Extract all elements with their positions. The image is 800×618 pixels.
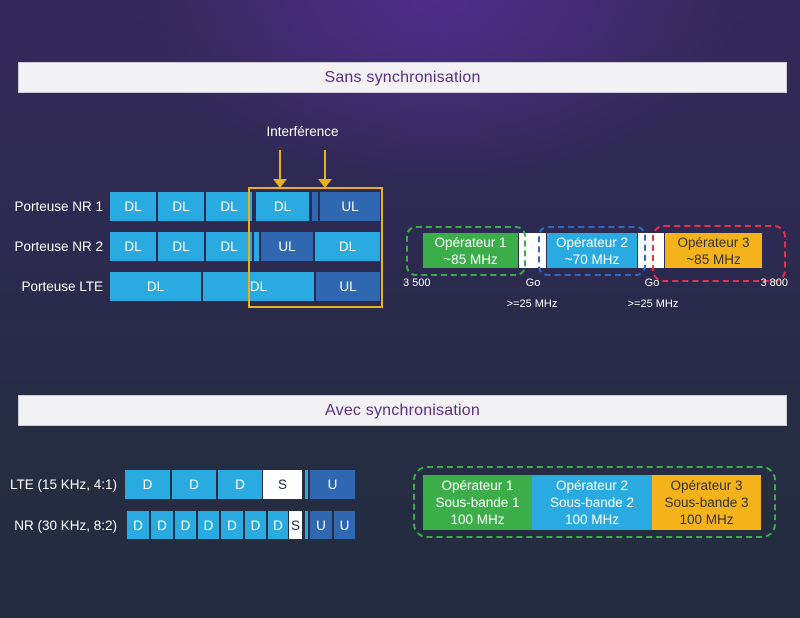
operator-name: Opérateur 3 [670,478,743,493]
slot-block: D [268,511,288,539]
carrier-label-nr2: Porteuse NR 2 [14,239,103,254]
slot-block: DL [256,192,309,221]
slot-block: D [151,511,173,539]
operator1-band: Opérateur 1 ~85 MHz [423,233,518,268]
slot-block: D [125,470,170,499]
operator-subband-label: Sous-bande 3 [664,495,749,510]
slot-block: UL [320,192,380,221]
operator1-subband: Opérateur 1 Sous-bande 1 100 MHz [423,475,532,530]
slot-block: U [334,511,355,539]
slot-block: D [198,511,219,539]
operator-subband-label: Sous-bande 2 [549,495,635,510]
banner-title: Avec synchronisation [325,401,480,419]
slot-block: UL [316,272,380,301]
operator-name: Opérateur 2 [555,234,629,250]
slot-block: D [245,511,266,539]
operator-bandwidth: ~85 MHz [686,251,741,267]
slot-divider [305,470,308,499]
slot-block: DL [158,192,204,221]
banner-title: Sans synchronisation [324,68,481,86]
slot-block: DL [110,192,156,221]
slot-block: DL [158,232,204,261]
guard-sliver [312,192,318,221]
operator3-dashed-outline [652,225,786,282]
slot-block: DL [110,232,156,261]
interference-outline-box [248,187,383,308]
interference-arrow-stem-1 [279,150,281,179]
carrier-label-lte: Porteuse LTE [21,279,103,294]
carrier-label-nr1: Porteuse NR 1 [14,199,103,214]
banner-avec-synchronisation: Avec synchronisation [18,395,787,426]
slot-block: D [127,511,149,539]
guard-note: >=25 MHz [506,298,558,310]
operator3-band: Opérateur 3 ~85 MHz [665,233,762,268]
guard-band-gap [519,233,546,268]
operator-bandwidth: 100 MHz [679,512,734,527]
interference-arrow-stem-2 [324,150,326,179]
carrier-label-lte-sync: LTE (15 KHz, 4:1) [9,477,117,492]
carrier-label-nr-sync: NR (30 KHz, 8:2) [14,517,117,533]
slot-block: D [221,511,243,539]
slot-block-special: S [289,511,302,539]
slot-block: DL [110,272,201,301]
guard-label: Go [525,277,541,289]
operator2-subband: Opérateur 2 Sous-bande 2 100 MHz [532,475,652,530]
interference-arrow-icon [273,179,287,188]
guard-band-gap [638,233,664,268]
guard-note: >=25 MHz [627,298,679,310]
slot-block: U [310,511,332,539]
operator-bandwidth: 100 MHz [564,512,620,527]
slot-block: DL [315,232,380,261]
freq-end-label: 3 800 [760,277,788,289]
operator1-dashed-outline [406,226,526,276]
operator2-dashed-outline [538,226,646,276]
slot-block: DL [206,192,252,221]
operator-bandwidth: 100 MHz [450,512,505,527]
freq-start-label: 3 500 [403,277,431,289]
slot-block: DL [203,272,314,301]
slot-block-special: S [263,470,302,499]
slot-block: D [172,470,216,499]
slot-block: U [310,470,355,499]
synchronized-band-dashed-outline [413,466,776,538]
banner-sans-synchronisation: Sans synchronisation [18,62,787,93]
slot-block: D [218,470,262,499]
operator-name: Opérateur 2 [555,478,629,493]
operator-name: Opérateur 3 [677,234,750,250]
interference-label: Interférence [266,124,339,139]
guard-sliver [254,232,259,261]
slot-divider [305,511,308,539]
slot-block: DL [206,232,252,261]
operator-subband-label: Sous-bande 1 [435,495,520,510]
operator-bandwidth: ~70 MHz [564,251,620,267]
interference-arrow-icon [318,179,332,188]
operator-bandwidth: ~85 MHz [443,251,498,267]
operator2-band: Opérateur 2 ~70 MHz [547,233,637,268]
slot-block: D [175,511,196,539]
slot-block: UL [261,232,313,261]
operator-name: Opérateur 1 [434,234,507,250]
operator3-subband: Opérateur 3 Sous-bande 3 100 MHz [652,475,761,530]
operator-name: Opérateur 1 [441,478,514,493]
guard-label: Go [644,277,660,289]
